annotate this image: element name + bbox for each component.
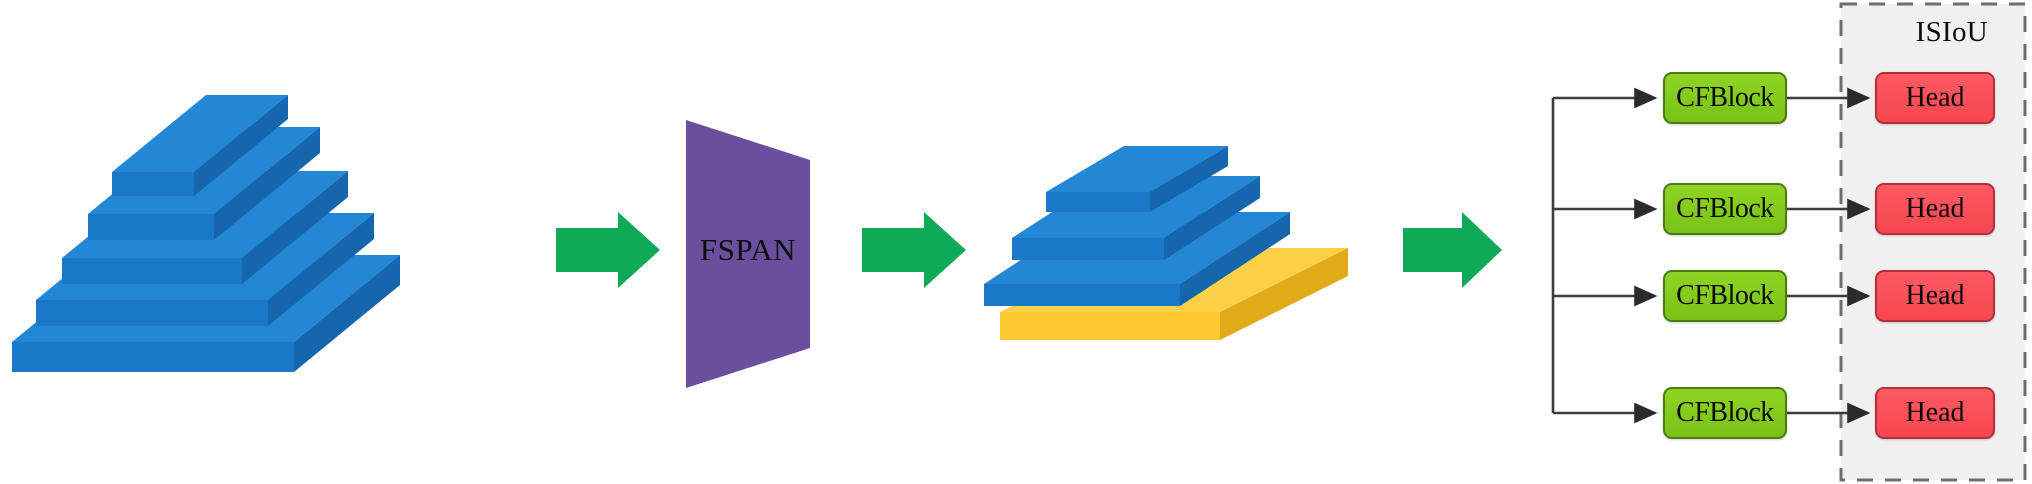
arrow-3-icon [1403, 212, 1502, 288]
head-box-2[interactable]: Head [1875, 183, 1995, 235]
cfblock-label-1: CFBlock [1676, 82, 1774, 113]
cfblock-box-3[interactable]: CFBlock [1663, 270, 1787, 322]
arrow-2-icon [862, 212, 966, 288]
head-label-3: Head [1905, 280, 1965, 311]
fspan-trapezoid [686, 120, 810, 388]
head-box-3[interactable]: Head [1875, 270, 1995, 322]
cfblock-box-2[interactable]: CFBlock [1663, 183, 1787, 235]
head-label-2: Head [1905, 193, 1965, 224]
branch-wiring [1551, 87, 1871, 424]
head-label-1: Head [1905, 82, 1965, 113]
cfblock-box-1[interactable]: CFBlock [1663, 72, 1787, 124]
fspan-label: FSPAN [699, 232, 797, 267]
cfblock-label-4: CFBlock [1676, 397, 1774, 428]
pyramid-slab-1 [112, 95, 288, 196]
head-label-4: Head [1905, 397, 1965, 428]
arrow-1-icon [556, 212, 660, 288]
backbone-feature-pyramid [12, 95, 400, 372]
cfblock-box-4[interactable]: CFBlock [1663, 387, 1787, 439]
head-box-4[interactable]: Head [1875, 387, 1995, 439]
fused-slab-1 [1046, 146, 1228, 212]
cfblock-label-3: CFBlock [1676, 280, 1774, 311]
head-box-1[interactable]: Head [1875, 72, 1995, 124]
cfblock-label-2: CFBlock [1676, 193, 1774, 224]
fused-feature-stack [984, 146, 1348, 340]
isiou-label: ISIoU [1915, 15, 1988, 48]
